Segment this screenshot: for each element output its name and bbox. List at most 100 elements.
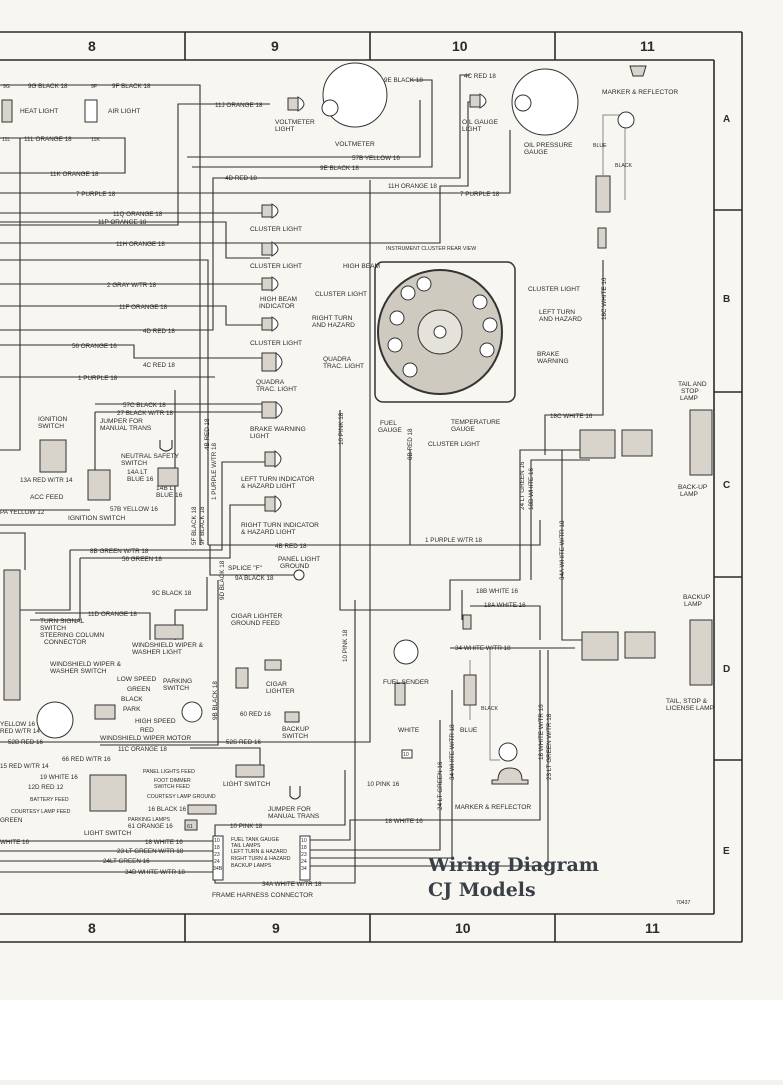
drawing-frame: [0, 31, 743, 943]
component-label: MANUAL TRANS: [100, 425, 152, 432]
wire-label: GREEN: [0, 817, 23, 824]
voltmeter-icon: [322, 62, 388, 128]
component-label: RED: [140, 727, 154, 734]
wire-label: 18 WHITE 16: [145, 839, 183, 846]
wire-label: 66 RED W/TR 16: [62, 756, 111, 763]
wire-label: 10 PINK 18: [338, 412, 345, 445]
wire-label: 11C ORANGE 18: [118, 746, 167, 753]
component-label: HIGH BEAM: [343, 263, 380, 270]
wire-label: 52B RED 16: [8, 739, 43, 746]
wire-label: YELLOW 16: [0, 721, 35, 728]
wire-label: 11H ORANGE 18: [116, 241, 165, 248]
component-label: WASHER LIGHT: [132, 649, 182, 656]
component-label: PARK: [123, 706, 141, 713]
wire-label: 52S RED 16: [226, 739, 261, 746]
wire-label: 10 PINK 18: [230, 823, 263, 830]
lamp-socket-icon: [462, 614, 472, 630]
row-label: E: [723, 846, 730, 857]
wire-label: 18A WHITE 16: [484, 602, 526, 609]
ignition-switch-icon: [87, 469, 111, 501]
wire-label: RED W/TR 14: [0, 728, 40, 735]
title-block: Wiring Diagram CJ Models 70437: [427, 854, 691, 906]
component-label: SWITCH: [38, 423, 64, 430]
component-label: BLUE: [460, 727, 478, 734]
component-label: LAMP: [680, 395, 699, 402]
wire-label: 2 GRAY W/TR 18: [107, 282, 157, 289]
component-label: FRAME HARNESS CONNECTOR: [212, 892, 313, 899]
component-label: IGNITION: [38, 416, 68, 423]
component-label: GAUGE: [451, 426, 475, 433]
component-label: FUEL SENDER: [383, 679, 429, 686]
component-label: MARKER & REFLECTOR: [602, 89, 678, 96]
component-label: BRAKE WARNING: [250, 426, 306, 433]
wire-label: 11F ORANGE 18: [119, 304, 168, 311]
cigar-lighter-icon: [235, 667, 249, 689]
component-label: WINDSHIELD WIPER MOTOR: [100, 735, 191, 742]
pin-label: 11K: [91, 137, 100, 143]
wire-label: 9F BLACK 18: [199, 506, 206, 545]
neutral-safety-switch-icon: [157, 467, 179, 487]
component-label: CLUSTER LIGHT: [250, 340, 302, 347]
courtesy-lamp-icon: [187, 804, 217, 815]
light-switch-icon: [89, 774, 127, 812]
component-label: TRAC. LIGHT: [323, 363, 364, 370]
column-label: 10: [455, 920, 471, 936]
component-label: GROUND: [280, 563, 310, 570]
connector-icon: [401, 749, 413, 759]
component-label: AIR LIGHT: [108, 108, 140, 115]
pin-label: 23: [214, 852, 220, 858]
component-label: CLUSTER LIGHT: [250, 226, 302, 233]
component-label: MARKER & REFLECTOR: [455, 804, 531, 811]
wire-label: 23 LT GREEN W/TR 18: [546, 713, 553, 780]
component-label: SPLICE "F": [228, 565, 263, 572]
wire-label: 9A BLACK 18: [235, 575, 274, 582]
pin-label: 23: [301, 852, 307, 858]
component-label: PANEL LIGHTS FEED: [143, 769, 195, 775]
wire-label: 12D RED 12: [28, 784, 64, 791]
component-label: LIGHT SWITCH: [223, 781, 270, 788]
wire-label: 34A WHITE W/TR 18: [559, 520, 566, 580]
component-label: HIGH SPEED: [135, 718, 176, 725]
pin-label: 10: [301, 838, 307, 844]
connector-icon: [617, 111, 635, 129]
wire-label: 9E BLACK 18: [320, 165, 359, 172]
component-label: LAMP: [680, 491, 699, 498]
component-label: CLUSTER LIGHT: [428, 441, 480, 448]
row-label: D: [723, 664, 730, 675]
component-label: RIGHT TURN & HAZARD: [231, 856, 291, 862]
wire-label: 9C BLACK 18: [152, 590, 192, 597]
column-label: 10: [452, 38, 468, 54]
wire-label: 13A RED W/TR 14: [20, 477, 73, 484]
component-label: AND HAZARD: [539, 316, 582, 323]
component-label: BRAKE: [537, 351, 560, 358]
component-label: AND HAZARD: [312, 322, 355, 329]
wire-label: 11D ORANGE 18: [88, 611, 137, 618]
component-label: LOW SPEED: [117, 676, 156, 683]
component-label: WARNING: [537, 358, 569, 365]
component-label: IGNITION SWITCH: [68, 515, 125, 522]
wiper-motor-icon: [94, 704, 116, 720]
frame-harness-connector: [212, 835, 311, 881]
wire-label: 9F BLACK 18: [112, 83, 151, 90]
component-label: 14A LT: [127, 469, 147, 476]
component-label: SWITCH: [40, 625, 66, 632]
component-label: GROUND FEED: [231, 620, 280, 627]
wire-label: 10 PINK 16: [367, 781, 400, 788]
wire-label: 11K ORANGE 18: [50, 171, 99, 178]
component-label: COURTESY LAMP FEED: [11, 809, 71, 815]
wire-label: 15 RED W/TR 14: [0, 763, 49, 770]
wire-label: 56 ORANGE 16: [72, 343, 117, 350]
component-label: PARKING: [163, 678, 192, 685]
component-label: BLUE 16: [156, 492, 183, 499]
pin-label: 9G: [3, 84, 10, 90]
column-label: 9: [271, 38, 279, 54]
wire-label: 1 PURPLE 18: [78, 375, 118, 382]
wire-label: 9E BLACK 18: [384, 77, 423, 84]
fuel-sender-icon: [394, 682, 406, 706]
component-label: BACKUP: [683, 594, 711, 601]
wires: [0, 74, 630, 884]
fuel-sender-icon: [393, 639, 419, 665]
cigar-lighter-icon: [264, 659, 282, 671]
component-label: BACKUP: [282, 726, 310, 733]
wire-label: PA YELLOW 12: [0, 509, 45, 516]
